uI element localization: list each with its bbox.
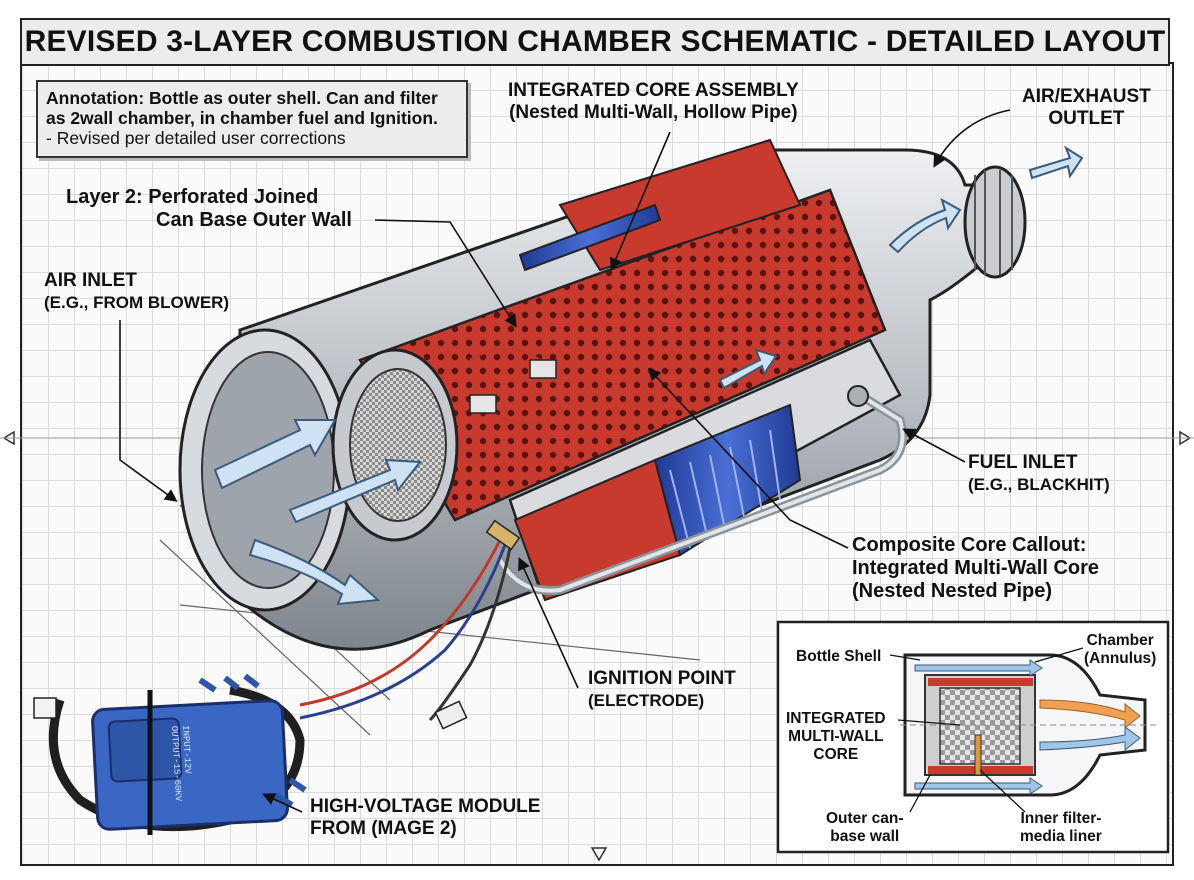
- label-core-assembly-line1: INTEGRATED CORE ASSEMBLY: [508, 80, 799, 101]
- inset-airflow-top: [914, 659, 1043, 677]
- label-composite-line1: Composite Core Callout:: [852, 534, 1087, 556]
- label-core-assembly-line2: (Nested Multi-Wall, Hollow Pipe): [509, 102, 798, 123]
- filter-mesh-end: [331, 348, 459, 542]
- fuel-fitting: [847, 385, 869, 407]
- inset-inner-liner: [974, 734, 982, 776]
- annotation-line-2: as 2wall chamber, in chamber fuel and Ig…: [46, 108, 438, 128]
- label-hv-module: HIGH-VOLTAGE MODULE FROM (MAGE 2): [310, 796, 540, 840]
- label-outlet-line2: OUTLET: [1048, 108, 1125, 129]
- label-fuel-inlet-line1: FUEL INLET: [968, 452, 1078, 473]
- airflow-arrow-outlet: [888, 197, 962, 254]
- blue-coil: [653, 403, 802, 557]
- label-outlet-line1: AIR/EXHAUST: [1022, 86, 1151, 107]
- bottle-neck-threads: [963, 165, 1027, 279]
- label-layer2-line2: Can Base Outer Wall: [156, 209, 352, 231]
- inset-label-inner-liner: Inner filter- media liner: [1020, 810, 1102, 846]
- label-layer2: Layer 2: Perforated Joined Can Base Oute…: [66, 186, 352, 232]
- label-composite: Composite Core Callout: Integrated Multi…: [852, 534, 1099, 603]
- sensor-clip: [469, 394, 497, 414]
- airflow-arrow-inlet: [213, 419, 337, 490]
- label-fuel-inlet-line2: (E.G., BLACKHIT): [968, 475, 1110, 494]
- leader-outlet: [933, 109, 1011, 168]
- wire-connector: [434, 700, 468, 730]
- label-fuel-inlet: FUEL INLET (E.G., BLACKHIT): [968, 452, 1110, 496]
- inset-label-outer-wall-line2: base wall: [830, 828, 900, 845]
- leader-ignition: [518, 557, 579, 689]
- annotation-line-1: Annotation: Bottle as outer shell. Can a…: [46, 88, 438, 108]
- dimension-line: [159, 539, 371, 736]
- inset-label-core: INTEGRATED MULTI-WALL CORE: [786, 710, 886, 764]
- leader-layer2: [374, 219, 517, 328]
- label-core-assembly: INTEGRATED CORE ASSEMBLY (Nested Multi-W…: [508, 80, 799, 124]
- label-ignition-line2: (ELECTRODE): [588, 691, 705, 710]
- inlet-opening: [178, 328, 352, 612]
- inset-exhaust-arrow: [1039, 699, 1141, 730]
- airflow-arrow-mid: [718, 348, 778, 390]
- leader-hv-module: [262, 793, 303, 813]
- hv-module: [33, 673, 307, 835]
- label-ignition: IGNITION POINT (ELECTRODE): [588, 668, 736, 712]
- inset-airflow-bottom: [914, 777, 1043, 795]
- inset-red-band-top: [928, 678, 1033, 686]
- label-ignition-line1: IGNITION POINT: [588, 668, 736, 689]
- leader-composite: [647, 367, 849, 549]
- inset-label-chamber-line2: (Annulus): [1084, 650, 1157, 667]
- label-hv-module-line1: HIGH-VOLTAGE MODULE: [310, 796, 541, 817]
- ignition-wiring: [299, 347, 561, 730]
- annotation-box: Annotation: Bottle as outer shell. Can a…: [36, 80, 468, 158]
- inset-label-chamber-line1: Chamber: [1086, 632, 1154, 649]
- inset-label-inner-liner-line1: Inner filter-: [1020, 810, 1102, 827]
- sensor-clip: [529, 359, 557, 379]
- inset-label-chamber: Chamber (Annulus): [1084, 632, 1156, 668]
- leader-lines: [119, 109, 1011, 813]
- bottom-center-marker: [590, 847, 608, 862]
- airflow-arrow-exit: [1028, 145, 1084, 180]
- leader-fuel-inlet: [902, 428, 966, 463]
- inset-label-outer-wall: Outer can- base wall: [826, 810, 904, 846]
- inset-leaders: [889, 647, 1084, 813]
- label-composite-line3: (Nested Nested Pipe): [852, 580, 1053, 602]
- module-print: INPUT-12V OUTPUT-15-60KV: [168, 725, 194, 802]
- label-layer2-line1: Layer 2: Perforated Joined: [66, 186, 319, 208]
- leader-air-inlet: [119, 320, 178, 502]
- label-hv-module-line2: FROM (MAGE 2): [310, 818, 457, 839]
- airflow-arrows: [213, 145, 1084, 606]
- label-air-inlet-line2: (E.G., FROM BLOWER): [44, 293, 230, 312]
- inset-label-core-line3: CORE: [813, 746, 859, 763]
- leader-core-assembly: [609, 131, 671, 271]
- label-composite-line2: Integrated Multi-Wall Core: [852, 557, 1100, 579]
- inset-diagram: [776, 620, 1170, 854]
- inset-label-core-line2: MULTI-WALL: [788, 728, 884, 745]
- label-outlet: AIR/EXHAUST OUTLET: [1022, 86, 1151, 130]
- inset-label-core-line1: INTEGRATED: [786, 710, 886, 727]
- label-air-inlet: AIR INLET (E.G., FROM BLOWER): [44, 270, 229, 314]
- perforated-core: [358, 138, 887, 522]
- label-air-inlet-line1: AIR INLET: [44, 270, 137, 291]
- module-plug: [33, 697, 57, 719]
- annotation-line-3: - Revised per detailed user corrections: [46, 128, 346, 148]
- airflow-arrow-core: [288, 458, 422, 524]
- inset-label-bottle-shell: Bottle Shell: [796, 648, 882, 665]
- page-title: REVISED 3-LAYER COMBUSTION CHAMBER SCHEM…: [20, 18, 1170, 66]
- inset-air-arrow: [1039, 726, 1141, 752]
- blue-band-top: [518, 203, 662, 272]
- airflow-arrow-lower: [248, 538, 381, 606]
- inset-label-outer-wall-line1: Outer can-: [826, 810, 904, 827]
- electrode: [485, 519, 521, 551]
- inset-label-inner-liner-line2: media liner: [1020, 828, 1102, 845]
